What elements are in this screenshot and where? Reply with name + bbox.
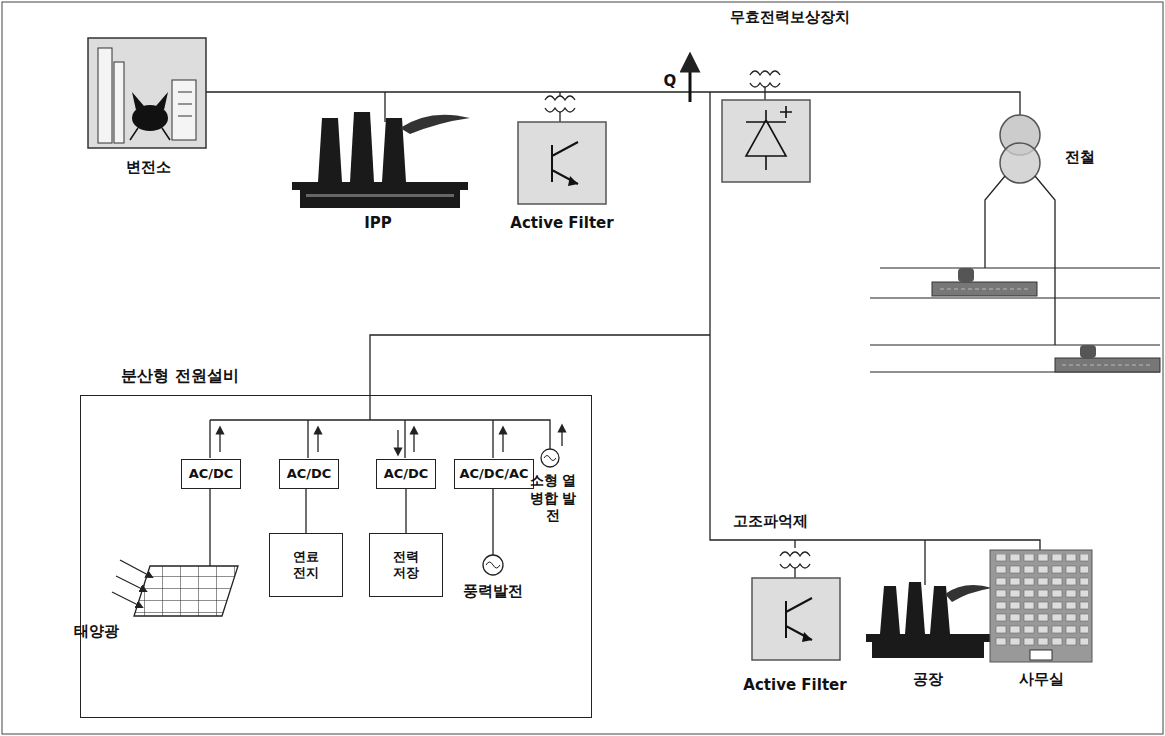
source-label: 소형 열병합 발전	[527, 472, 579, 525]
box-label: AC/DC/AC	[459, 466, 528, 482]
railway	[870, 115, 1160, 372]
group-heading: 분산형 전원설비	[121, 366, 239, 385]
device-label: 무효전력보상장치	[730, 8, 850, 27]
box-label: 연료 전지	[286, 549, 326, 580]
source-label: 태양광	[74, 622, 119, 641]
converter-box: AC/DC	[279, 459, 339, 489]
factory-icon	[866, 582, 992, 658]
connector	[305, 489, 306, 533]
reactive-compensator	[690, 62, 810, 182]
active-filter-top	[518, 92, 606, 204]
source-label: 풍력발전	[463, 582, 523, 601]
place-label: IPP	[364, 214, 392, 233]
converter-box: AC/DC	[181, 459, 241, 489]
wires	[205, 92, 1040, 585]
box-label: 전력 저장	[386, 549, 426, 580]
place-label: 전철	[1065, 148, 1095, 167]
connector	[405, 489, 406, 533]
symbol-label: Q	[664, 72, 677, 91]
active-filter-bottom	[752, 552, 840, 660]
box-label: AC/DC	[287, 466, 332, 482]
converter-box: AC/DC/AC	[454, 459, 534, 489]
box-label: AC/DC	[384, 466, 429, 482]
place-label: 공장	[913, 670, 943, 689]
place-label: 사무실	[1019, 670, 1064, 689]
device-label: 고조파억제	[733, 512, 808, 531]
fuel-cell-box: 연료 전지	[269, 533, 343, 597]
distributed-power-box: 분산형 전원설비AC/DCAC/DCAC/DCAC/DC/AC연료 전지전력 저…	[80, 395, 592, 718]
substation-icon	[88, 38, 206, 148]
storage-box: 전력 저장	[369, 533, 443, 597]
place-label: 변전소	[126, 158, 171, 177]
flow-arrows	[220, 428, 562, 452]
ipp-plant-icon	[292, 112, 470, 208]
distributed-sources-art	[112, 449, 559, 616]
converter-box: AC/DC	[376, 459, 436, 489]
device-label: Active Filter	[510, 214, 613, 233]
office-building	[990, 550, 1092, 662]
box-label: AC/DC	[189, 466, 234, 482]
device-label: Active Filter	[743, 676, 846, 695]
